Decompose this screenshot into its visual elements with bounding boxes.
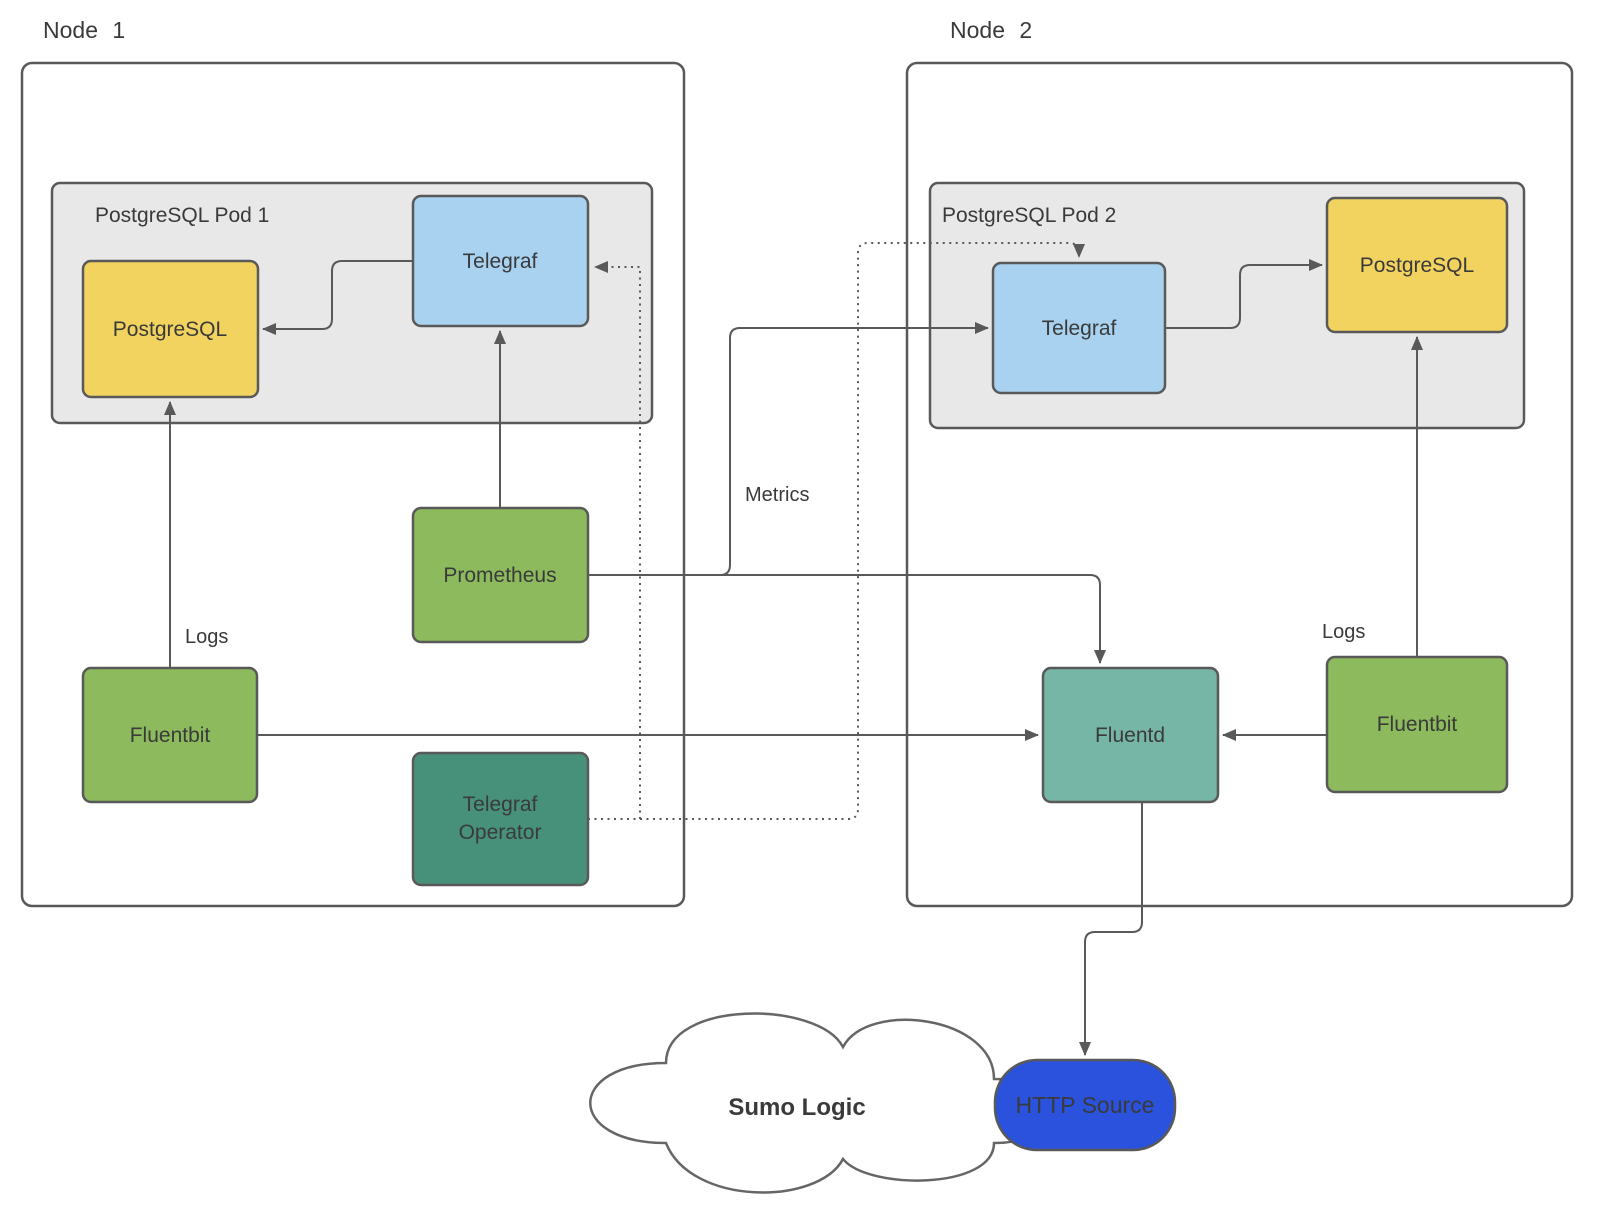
fluentd-box xyxy=(1041,666,1220,804)
postgresql1-label: PostgreSQL xyxy=(113,318,227,341)
telegraf-operator-label-line2: Operator xyxy=(459,821,542,844)
pod1-title: PostgreSQL Pod 1 xyxy=(95,204,269,227)
telegraf-operator-box xyxy=(411,751,590,887)
pod2-title: PostgreSQL Pod 2 xyxy=(942,204,1116,227)
metrics-label: Metrics xyxy=(745,484,809,506)
postgresql1-box xyxy=(81,259,260,399)
telegraf1-label: Telegraf xyxy=(463,250,538,273)
edge-prometheus-fluentd xyxy=(588,574,1106,664)
logs-label-node1: Logs xyxy=(185,626,228,648)
telegraf2-label: Telegraf xyxy=(1042,317,1117,340)
node1-title: Node 1 xyxy=(43,17,125,43)
fluentbit2-label: Fluentbit xyxy=(1377,713,1458,736)
edge-telegraf-operator-telegraf1 xyxy=(588,261,641,820)
edge-prometheus-telegraf2 xyxy=(719,322,989,576)
postgresql2-box xyxy=(1325,196,1509,334)
sumo-logic-label: Sumo Logic xyxy=(728,1094,865,1121)
logs-label-node2: Logs xyxy=(1322,621,1365,643)
sumo-logic-cloud xyxy=(589,1012,1052,1194)
fluentd-label: Fluentd xyxy=(1095,724,1165,747)
edge-fluentd-httpsource xyxy=(1079,802,1143,1056)
http-source-box xyxy=(993,1058,1177,1152)
postgresql2-label: PostgreSQL xyxy=(1360,254,1474,277)
http-source-label: HTTP Source xyxy=(1016,1092,1155,1118)
edge-telegraf2-postgresql2 xyxy=(1165,259,1323,329)
edge-telegraf-operator-telegraf2 xyxy=(640,242,1085,820)
prometheus-label: Prometheus xyxy=(443,564,556,587)
telegraf-operator-label-line1: Telegraf xyxy=(463,793,538,816)
edge-telegraf1-postgresql1 xyxy=(262,260,413,335)
fluentbit1-label: Fluentbit xyxy=(130,724,211,747)
node2-title: Node 2 xyxy=(950,17,1032,43)
